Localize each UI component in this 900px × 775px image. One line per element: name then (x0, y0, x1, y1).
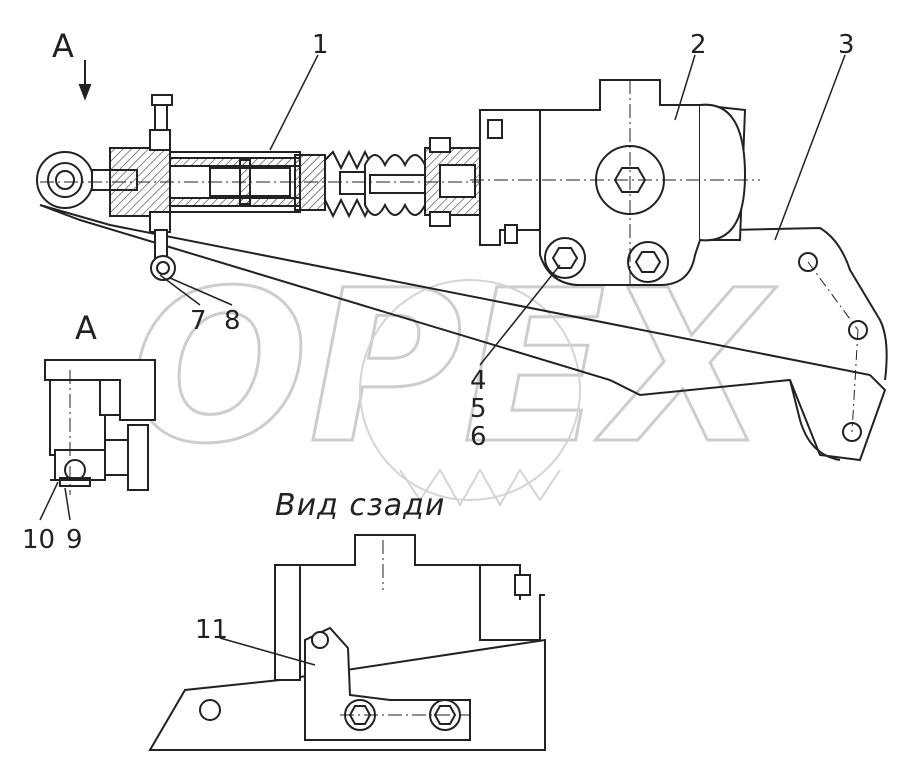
view-a-detail (44, 359, 156, 495)
view-a-arrow-label: A (52, 27, 74, 65)
leader-3 (774, 54, 846, 241)
view-a-arrow (78, 60, 92, 101)
callout-7: 7 (190, 306, 207, 336)
callout-4: 4 (470, 366, 487, 396)
leader-11 (219, 637, 316, 666)
rear-view-title: Вид сзади (275, 488, 446, 523)
callout-8: 8 (224, 306, 241, 336)
callout-6: 6 (470, 422, 487, 452)
distributor-body-2 (470, 79, 760, 286)
view-a-title: A (75, 309, 97, 347)
leader-4-6 (479, 264, 561, 366)
callout-3: 3 (838, 30, 855, 60)
callout-5: 5 (470, 394, 487, 424)
callout-10: 10 (22, 525, 56, 555)
leader-1 (269, 54, 319, 151)
callout-1: 1 (312, 30, 329, 60)
leader-8 (169, 277, 233, 306)
callout-2: 2 (690, 30, 707, 60)
leader-9 (64, 487, 71, 521)
cylinder-1 (36, 94, 500, 281)
leader-7 (159, 274, 201, 306)
callout-11: 11 (195, 615, 229, 645)
leader-2 (674, 54, 696, 121)
bracket-3 (39, 204, 888, 462)
watermark-gear (359, 279, 581, 501)
watermark-gear-teeth (399, 467, 561, 508)
rear-view (148, 534, 546, 751)
watermark: OPEX (129, 244, 778, 508)
leader-10 (39, 481, 59, 521)
leader-lines (39, 54, 846, 666)
callout-9: 9 (66, 525, 83, 555)
